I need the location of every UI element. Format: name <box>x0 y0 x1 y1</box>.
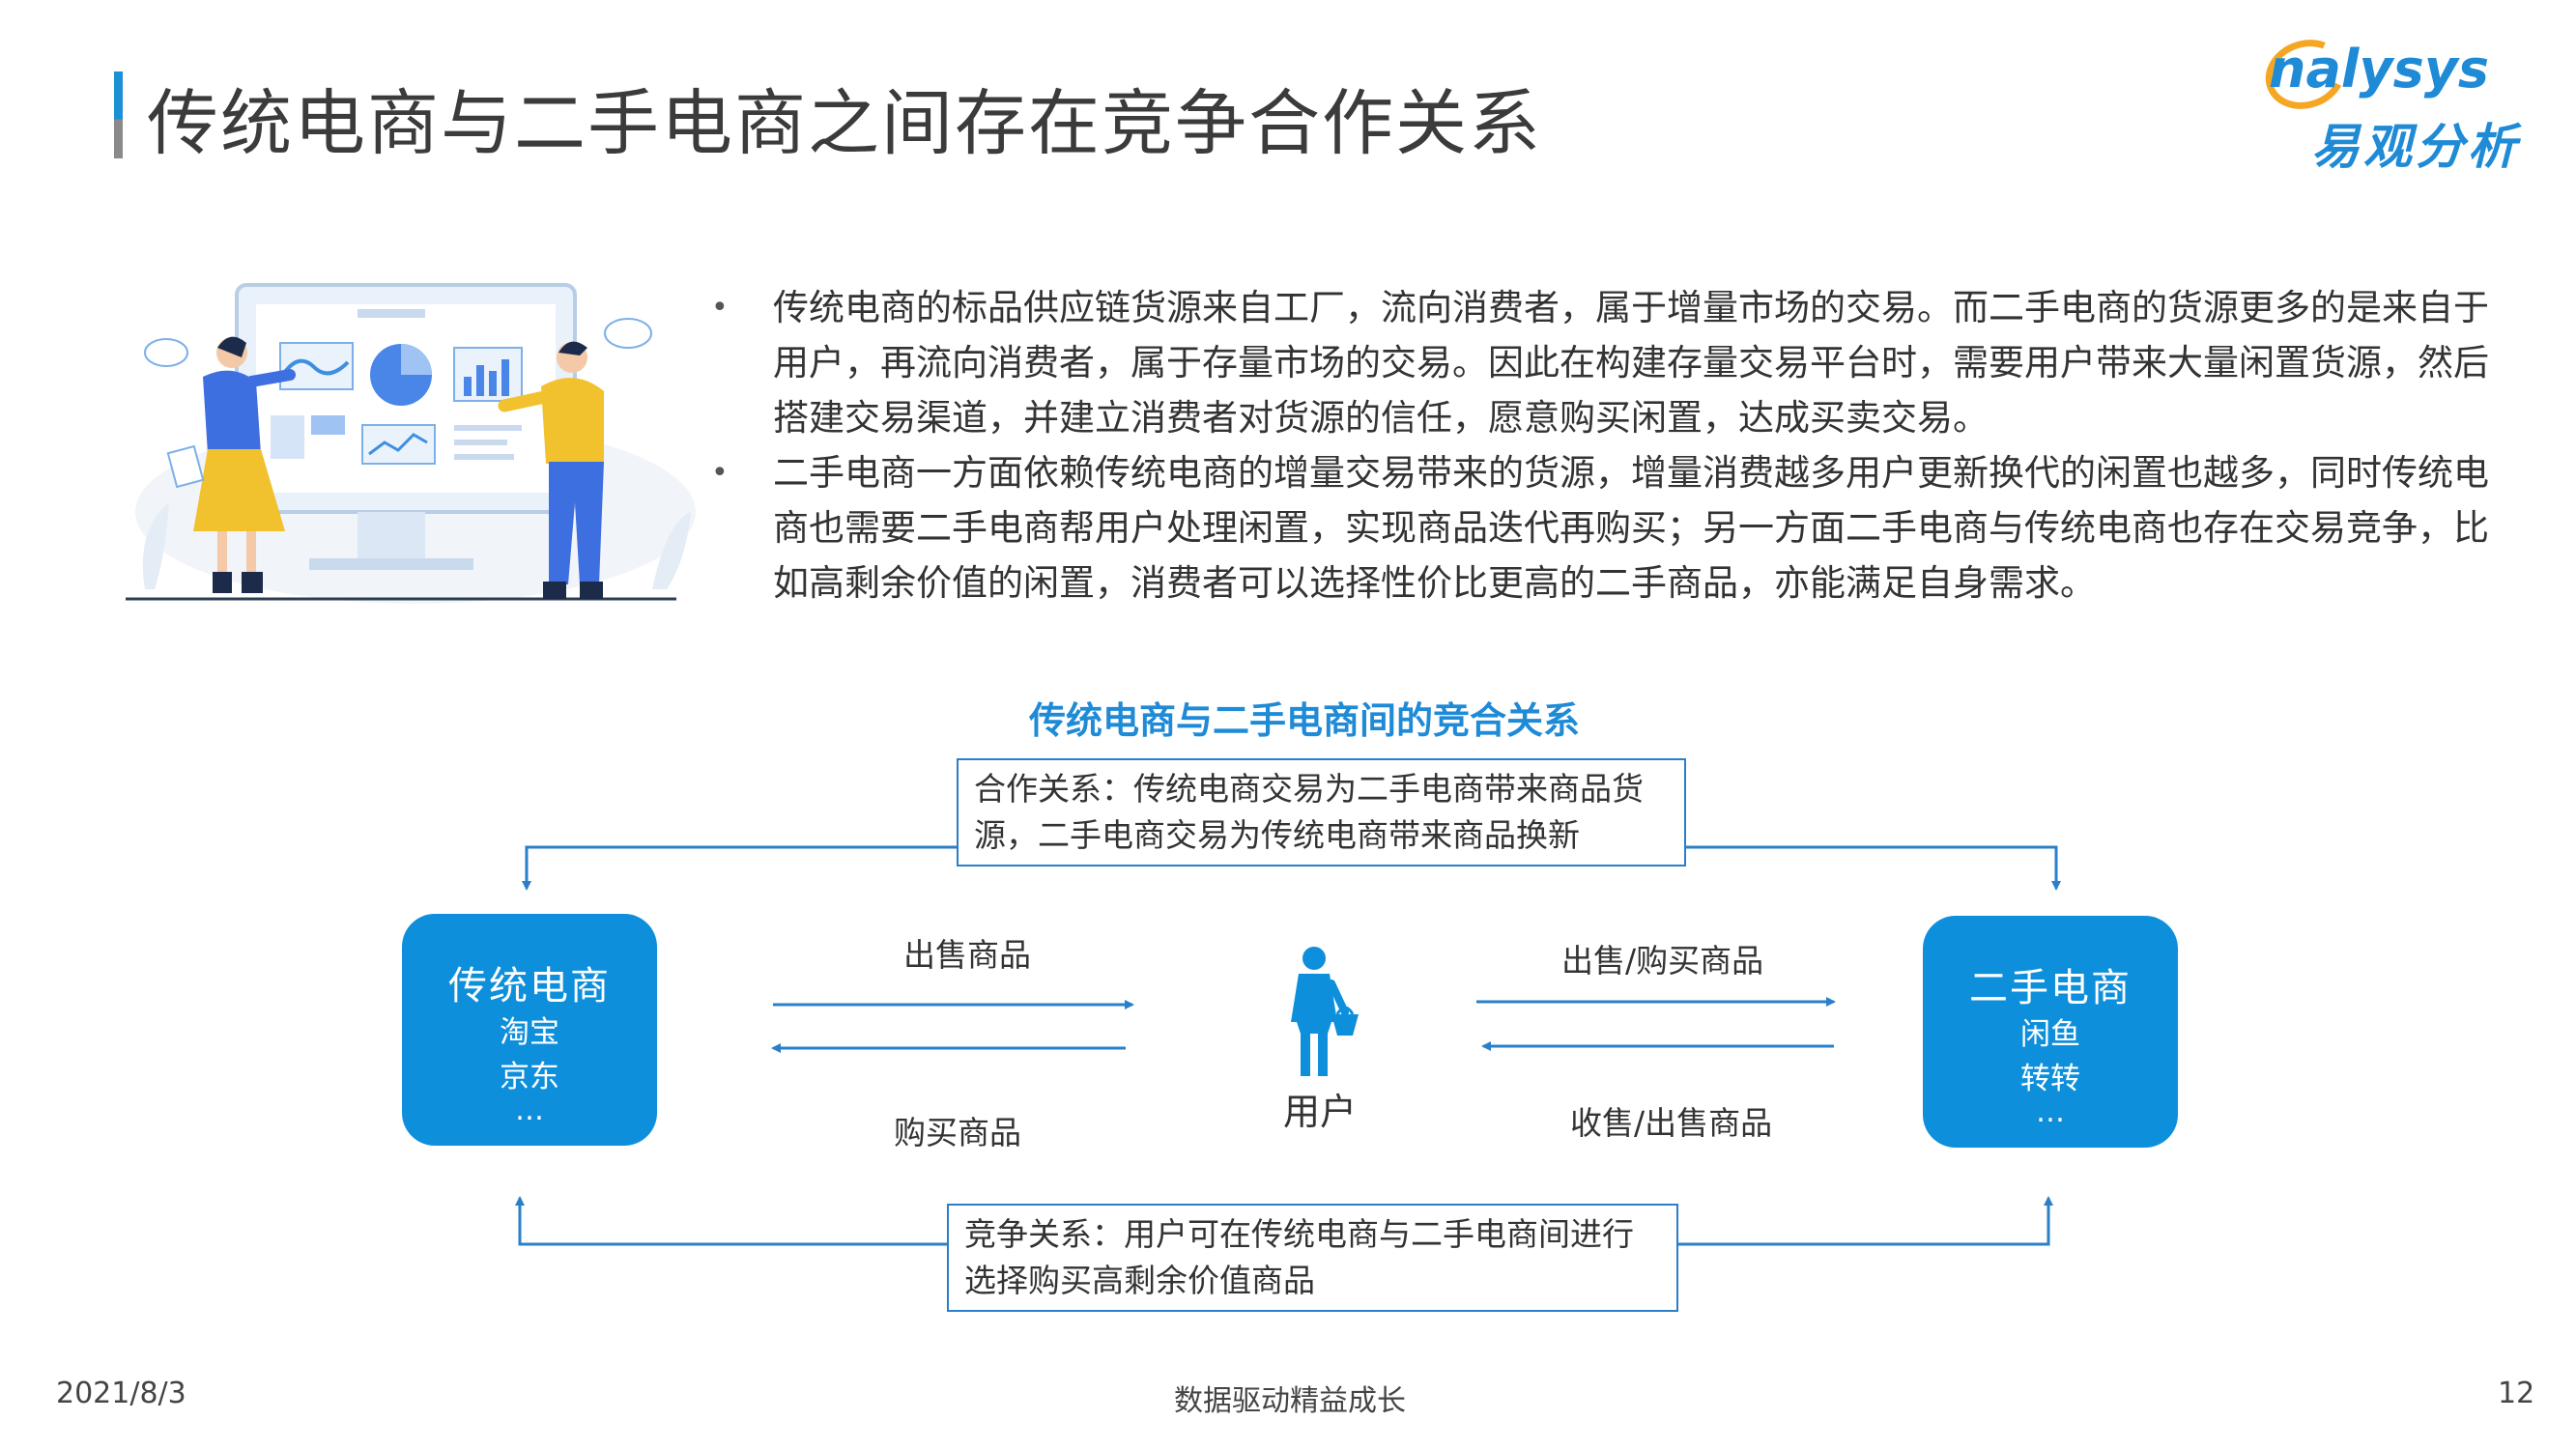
bullet-list: • 传统电商的标品供应链货源来自工厂，流向消费者，属于增量市场的交易。而二手电商… <box>705 280 2503 611</box>
logo-wordmark: nalysys <box>2269 39 2490 99</box>
bullet-text: 二手电商一方面依赖传统电商的增量交易带来的货源，增量消费越多用户更新换代的闲置也… <box>773 452 2489 604</box>
user-label: 用户 <box>1283 1091 1358 1133</box>
diagram-title: 传统电商与二手电商间的竞合关系 <box>1028 699 1580 742</box>
node-more: … <box>515 1094 544 1127</box>
logo-chinese: 易观分析 <box>2311 119 2520 175</box>
footer-slogan: 数据驱动精益成长 <box>1174 1384 1406 1418</box>
right-bottom-label: 收售/出售商品 <box>1570 1104 1773 1142</box>
right-top-label: 出售/购买商品 <box>1561 942 1764 980</box>
cooperation-note: 合作关系：传统电商交易为二手电商带来商品货源，二手电商交易为传统电商带来商品换新 <box>957 758 1686 867</box>
node-item: 闲鱼 <box>2020 1017 2080 1052</box>
node-title: 二手电商 <box>1969 966 2132 1010</box>
page-title: 传统电商与二手电商之间存在竞争合作关系 <box>147 82 1542 165</box>
node-item: 淘宝 <box>500 1015 559 1050</box>
analytics-illustration <box>126 283 696 604</box>
node-title: 传统电商 <box>448 964 611 1009</box>
node-item: 京东 <box>500 1060 559 1094</box>
title-accent-bar <box>114 71 123 158</box>
competition-line-left <box>515 1196 947 1246</box>
second-hand-ecommerce-node: 二手电商 闲鱼 转转 … <box>1923 916 2178 1148</box>
shopper-icon <box>1291 947 1359 1076</box>
node-item: 转转 <box>2020 1062 2080 1096</box>
cooperation-line-right <box>1686 845 2061 891</box>
traditional-ecommerce-node: 传统电商 淘宝 京东 … <box>402 914 657 1146</box>
left-bottom-label: 购买商品 <box>894 1114 1021 1151</box>
cooperation-line-left <box>522 845 957 891</box>
page-number: 12 <box>2498 1377 2535 1410</box>
bullet-item: • 二手电商一方面依赖传统电商的增量交易带来的货源，增量消费越多用户更新换代的闲… <box>705 445 2503 611</box>
bullet-item: • 传统电商的标品供应链货源来自工厂，流向消费者，属于增量市场的交易。而二手电商… <box>705 280 2503 445</box>
node-more: … <box>2036 1095 2065 1129</box>
bullet-text: 传统电商的标品供应链货源来自工厂，流向消费者，属于增量市场的交易。而二手电商的货… <box>773 287 2489 439</box>
competition-note: 竞争关系：用户可在传统电商与二手电商间进行选择购买高剩余价值商品 <box>947 1204 1678 1312</box>
competition-line-right <box>1678 1196 2053 1246</box>
left-top-label: 出售商品 <box>903 936 1031 974</box>
bullet-marker: • <box>711 456 729 490</box>
footer-date: 2021/8/3 <box>56 1377 186 1410</box>
bullet-marker: • <box>711 291 729 325</box>
